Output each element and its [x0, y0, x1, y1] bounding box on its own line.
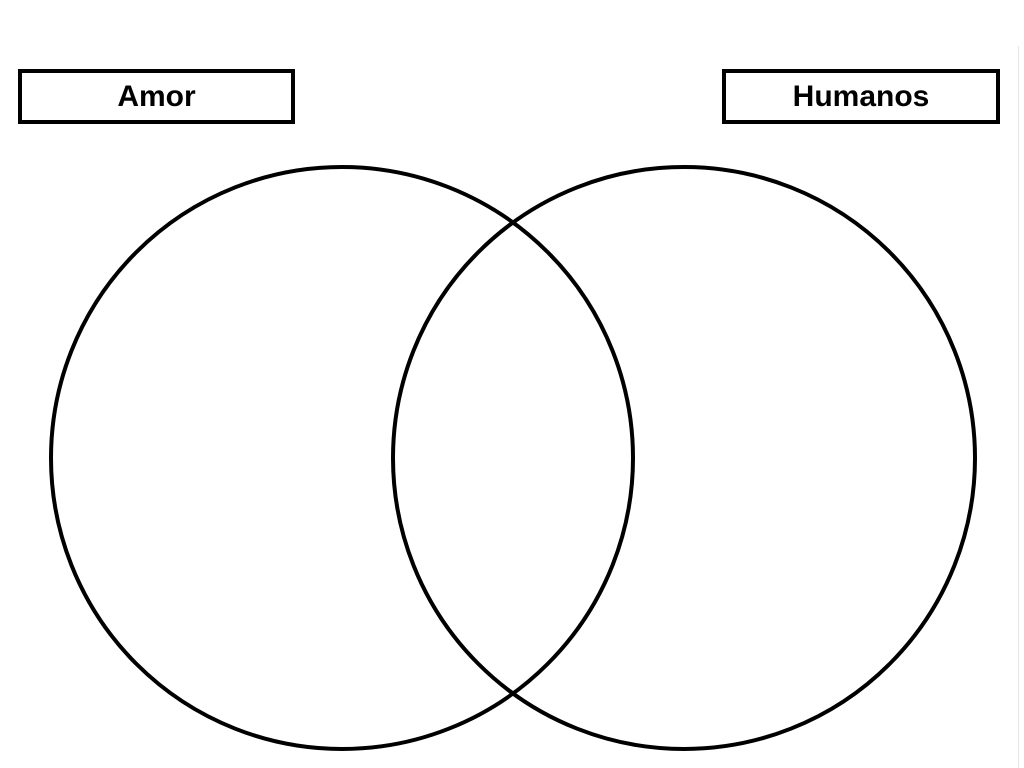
venn-circle-right [391, 165, 977, 751]
set-label-box-left: Amor [18, 69, 295, 124]
page-edge-line [1018, 46, 1019, 768]
venn-circle-left [49, 165, 635, 751]
set-label-box-right: Humanos [722, 69, 1000, 124]
set-label-left: Amor [117, 79, 196, 113]
set-label-right: Humanos [792, 79, 930, 113]
